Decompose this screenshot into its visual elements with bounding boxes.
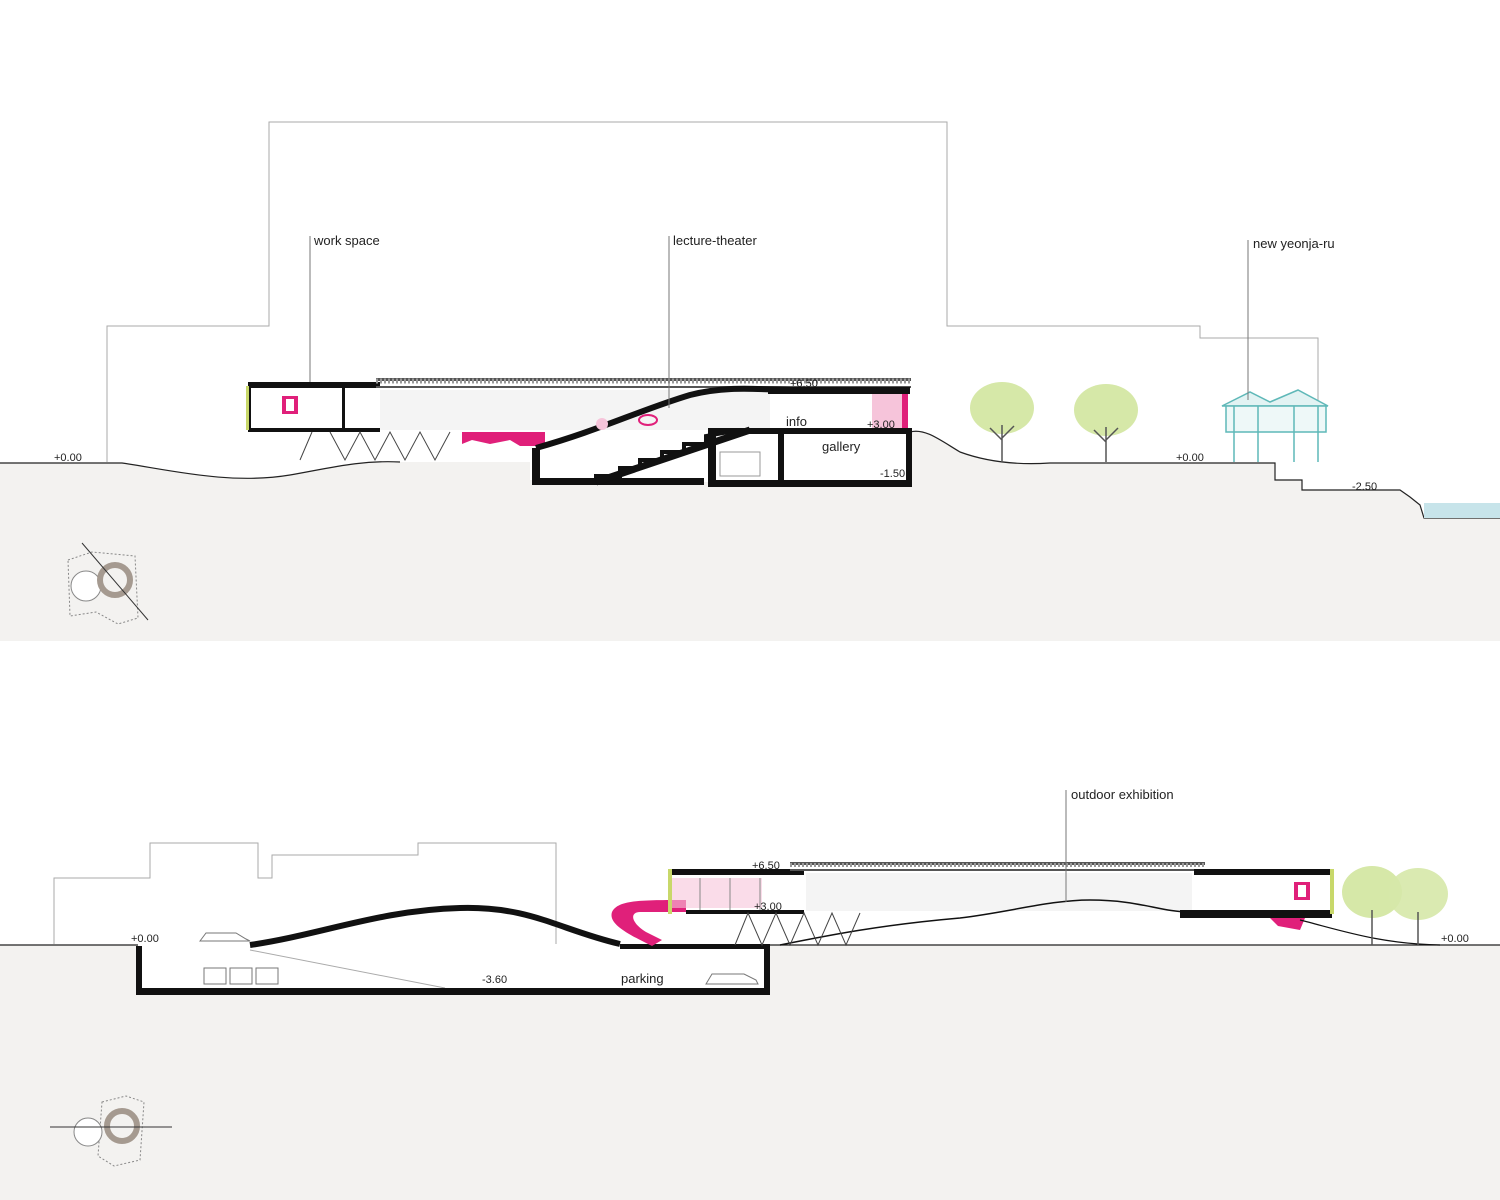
label-gallery: gallery xyxy=(822,439,861,454)
label-new-yeonja-ru: new yeonja-ru xyxy=(1253,236,1335,251)
section-b: outdoor exhibition parking +0.00 -3.60 +… xyxy=(0,787,1500,1200)
info-gallery-volume xyxy=(708,388,912,487)
background-building-outline xyxy=(106,121,1319,462)
level-ground-left: +0.00 xyxy=(131,933,159,945)
site-key-plan-icon xyxy=(50,1095,172,1167)
ground-mass xyxy=(0,945,1500,1200)
ground-line xyxy=(0,430,1500,519)
outdoor-exhibition-wave xyxy=(779,899,1191,946)
support-bracing xyxy=(734,911,861,947)
level-gallery-floor: -1.50 xyxy=(880,468,905,480)
level-roof: +6.50 xyxy=(752,860,780,872)
new-yeonja-ru-pavilion xyxy=(1221,389,1329,462)
level-upper: +3.00 xyxy=(754,901,782,913)
left-pavilion-volume xyxy=(668,869,804,914)
label-lecture-theater: lecture-theater xyxy=(673,233,757,248)
ground-mass xyxy=(0,431,1500,641)
lecture-theater-volume xyxy=(532,414,752,486)
car-icons xyxy=(199,932,759,985)
parking-wave-roof xyxy=(249,904,621,948)
tree-1 xyxy=(970,382,1034,462)
roof-truss xyxy=(790,862,1205,911)
ramp-incline xyxy=(249,949,446,989)
level-roof: +6.50 xyxy=(790,378,818,390)
site-key-plan-icon xyxy=(67,542,149,625)
label-outdoor-exhibition: outdoor exhibition xyxy=(1071,787,1174,802)
label-info: info xyxy=(786,414,807,429)
tree-2 xyxy=(1074,384,1138,462)
section-a: work space lecture-theater new yeonja-ru… xyxy=(0,121,1500,641)
pink-slide xyxy=(611,900,686,946)
work-space-volume xyxy=(246,382,380,432)
pink-ring-sculpture xyxy=(638,414,658,426)
water-body xyxy=(1424,503,1500,518)
support-bracing xyxy=(299,430,451,462)
right-pavilion-volume xyxy=(1180,869,1334,930)
roof-truss xyxy=(376,378,911,430)
level-waterfront: -2.50 xyxy=(1352,481,1377,493)
level-ground-left: +0.00 xyxy=(54,452,82,464)
level-ground-right: +0.00 xyxy=(1441,933,1469,945)
pink-accent-ribbon xyxy=(462,432,545,446)
level-upper: +3.00 xyxy=(867,419,895,431)
label-work-space: work space xyxy=(313,233,380,248)
background-building-outline xyxy=(53,842,557,944)
level-ground-right: +0.00 xyxy=(1176,452,1204,464)
level-parking-floor: -3.60 xyxy=(482,974,507,986)
label-parking: parking xyxy=(621,971,664,986)
ground-mound xyxy=(1299,919,1441,946)
tree-cluster xyxy=(1342,866,1448,945)
